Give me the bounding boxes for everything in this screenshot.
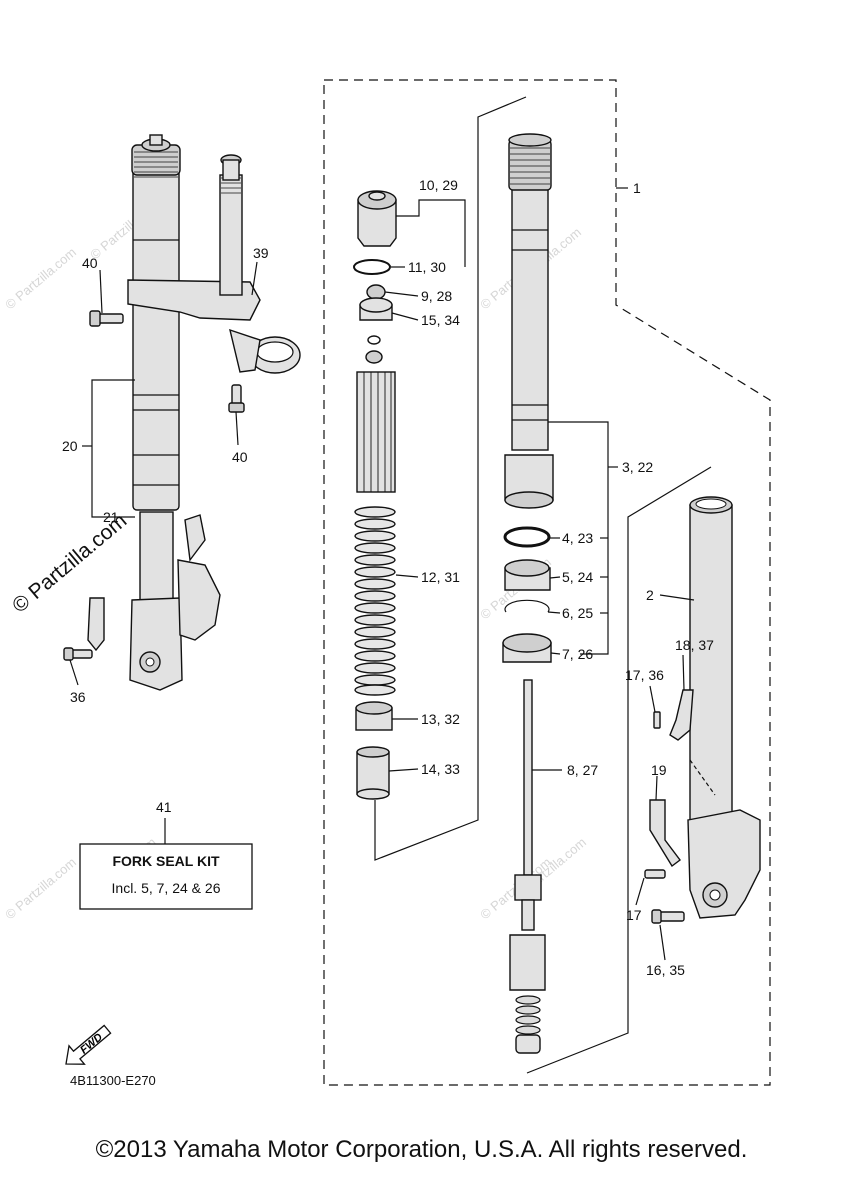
- kit-number: 41: [156, 799, 172, 815]
- callout-6-25: 6, 25: [562, 605, 593, 621]
- callout-17: 17: [626, 907, 642, 923]
- assembly-outline: [323, 79, 771, 1086]
- watermark: © Partzilla.com: [2, 854, 79, 922]
- callout-10-29: 10, 29: [419, 177, 458, 193]
- copyright-notice: ©2013 Yamaha Motor Corporation, U.S.A. A…: [95, 1136, 748, 1163]
- callout-13-32: 13, 32: [421, 711, 460, 727]
- callout-21: 21: [103, 509, 119, 525]
- bolt-icon: [644, 869, 666, 879]
- damper-parts: [353, 190, 397, 800]
- callout-12-31: 12, 31: [421, 569, 460, 585]
- bolt-icon: [653, 711, 661, 729]
- fwd-arrow-icon: FWD: [65, 1024, 112, 1065]
- callout-16-35: 16, 35: [646, 962, 685, 978]
- kit-contents: Incl. 5, 7, 24 & 26: [112, 880, 221, 896]
- callout-5-24: 5, 24: [562, 569, 593, 585]
- bolt-icon: [63, 647, 93, 661]
- callout-40-top: 40: [82, 255, 98, 271]
- callout-39: 39: [253, 245, 269, 261]
- assembled-fork: [63, 134, 301, 691]
- callout-2: 2: [646, 587, 654, 603]
- callout-11-30: 11, 30: [408, 259, 446, 275]
- callouts: 1 2 3, 22 4, 23 5, 24 6, 25 7, 26 8, 27 …: [62, 177, 714, 978]
- callout-20: 20: [62, 438, 78, 454]
- callout-18-37: 18, 37: [675, 637, 714, 653]
- watermark: © Partzilla.com: [2, 244, 79, 312]
- callout-1: 1: [633, 180, 641, 196]
- callout-4-23: 4, 23: [562, 530, 593, 546]
- callout-9-28: 9, 28: [421, 288, 452, 304]
- kit-title: FORK SEAL KIT: [112, 853, 220, 869]
- callout-3-22: 3, 22: [622, 459, 653, 475]
- callout-14-33: 14, 33: [421, 761, 460, 777]
- callout-8-27: 8, 27: [567, 762, 598, 778]
- callout-17-36: 17, 36: [625, 667, 664, 683]
- callout-15-34: 15, 34: [421, 312, 460, 328]
- bolt-icon: [651, 909, 685, 924]
- callout-7-26: 7, 26: [562, 646, 593, 662]
- callout-36: 36: [70, 689, 86, 705]
- fork-seal-kit-box: 41 FORK SEAL KIT Incl. 5, 7, 24 & 26: [79, 799, 253, 910]
- callout-19: 19: [651, 762, 667, 778]
- bolt-icon: [228, 384, 245, 413]
- drawing-code: 4B11300-E270: [70, 1073, 156, 1088]
- bolt-icon: [89, 310, 124, 327]
- callout-40-bottom: 40: [232, 449, 248, 465]
- outer-tube-parts: [502, 133, 761, 1054]
